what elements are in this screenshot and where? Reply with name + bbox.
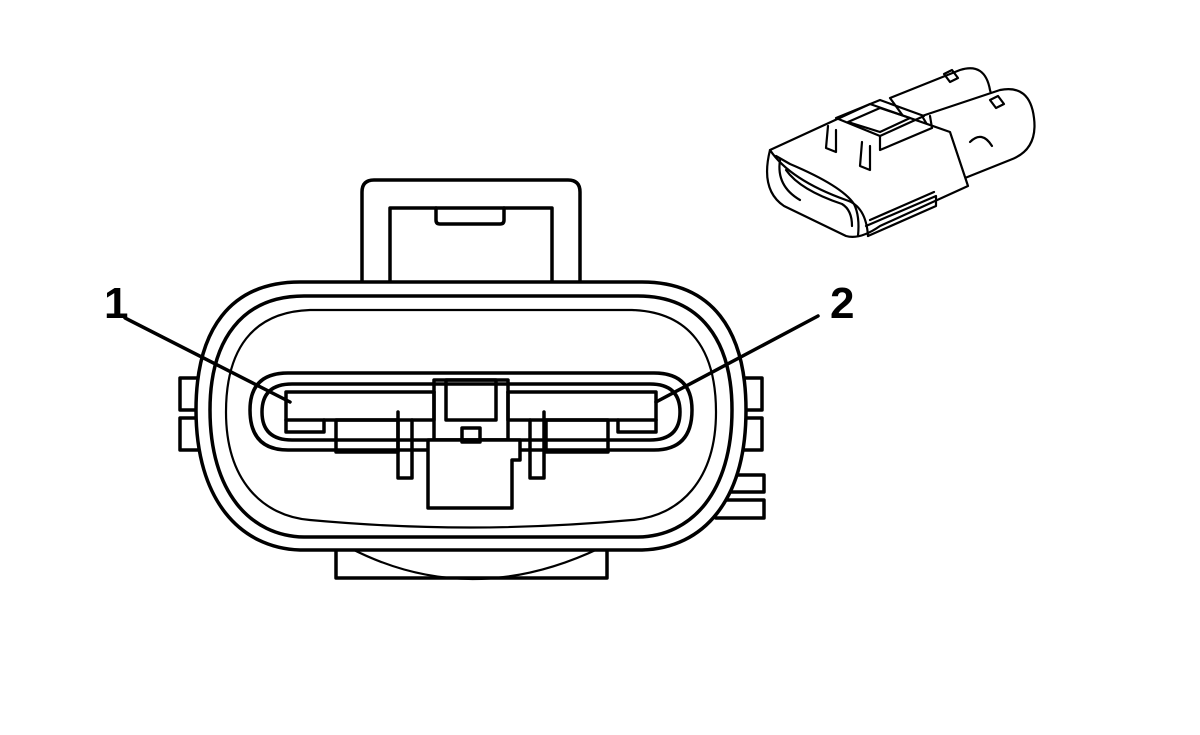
side-rib-left <box>178 376 202 452</box>
outer-shell <box>194 280 748 552</box>
callout-label-1: 1 <box>104 279 128 328</box>
connector-isometric-inset <box>766 67 1036 238</box>
connector-face-view: 1 2 <box>104 178 854 580</box>
leader-lines <box>123 314 820 404</box>
center-key <box>396 378 546 510</box>
callout-label-2: 2 <box>830 279 854 328</box>
leader-line-2 <box>654 314 820 404</box>
inset-front-housing <box>766 102 970 238</box>
locking-tab <box>360 178 582 300</box>
inset-lock-latch <box>824 98 934 172</box>
connector-bottom-skirt <box>334 546 609 580</box>
inset-rear-body <box>888 67 1036 182</box>
leader-line-1 <box>123 316 292 404</box>
terminal-cavity <box>248 371 694 452</box>
side-rib-right <box>714 376 766 520</box>
